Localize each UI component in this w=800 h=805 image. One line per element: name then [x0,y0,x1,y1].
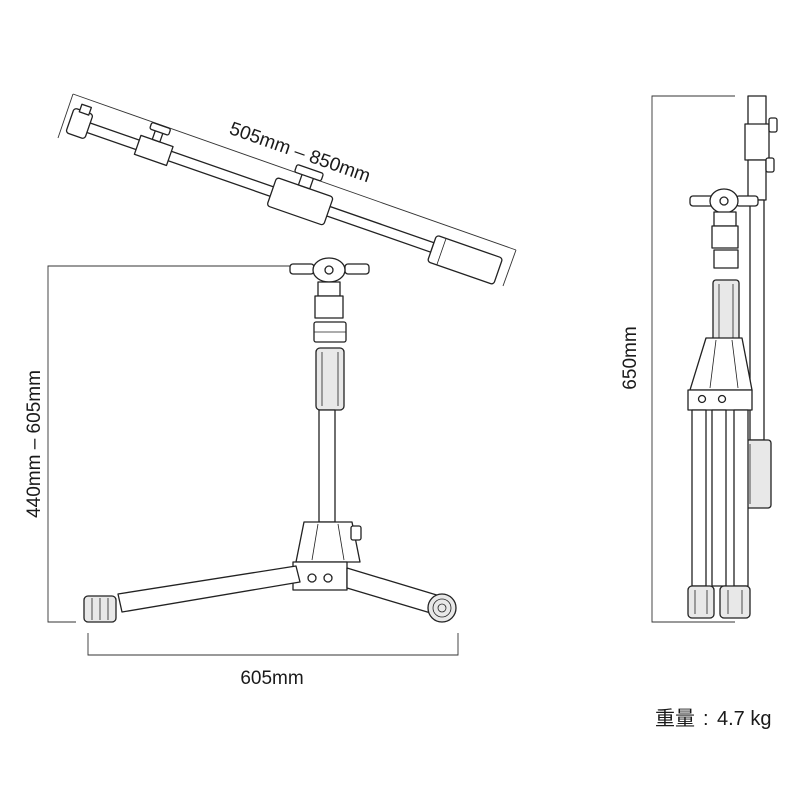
folded-leg-middle [711,409,727,587]
folded-upper-grip [712,279,740,347]
stand-height-label: 440mm – 605mm [24,370,45,518]
boom-clutch-knob [294,164,324,182]
base-screw-left [307,573,317,583]
base-collar [292,561,348,591]
folded-tilter-neck [713,211,737,227]
folded-foot-left [687,585,715,619]
width-dimension-line [87,633,459,656]
base-screw-right [323,573,333,583]
folded-boom-clutch [744,123,770,161]
height-dimension: 440mm – 605mm [24,265,290,623]
folded-height-clutch [713,249,739,269]
boom-arm [65,103,503,285]
folded-boom-top [747,95,767,127]
weight-value: 4.7 kg [717,708,771,730]
folded-leg-right [733,409,749,587]
base-knob [350,525,362,541]
mic-stand-assembled [65,103,503,623]
tilter-wing-left [289,263,315,275]
boom-length-label: 505mm – 850mm [227,118,373,187]
folded-height-line [651,95,735,623]
folded-boom-knob-top [768,117,778,133]
boom-dimension-line [72,93,517,251]
tilter-neck [317,281,341,297]
folded-height-dimension: 650mm [620,95,735,623]
folded-hub [689,337,753,391]
folded-height-label: 650mm [620,326,641,389]
tilter-base [314,295,344,319]
folded-boom-knob-mid [765,157,775,173]
mic-stand-folded [687,95,778,619]
leg-right [346,567,441,615]
tilter-head [289,257,370,319]
counterweight [427,235,503,285]
leg-left [117,565,301,613]
upper-grip [315,347,345,411]
boom-sleeve-knob [149,122,171,136]
tilter-wing-right [344,263,370,275]
folded-foot-right [719,585,751,619]
foot-right [427,593,457,623]
tilter-knob-center [324,265,334,275]
base-width-label: 605mm [240,668,303,689]
weight-spec: 重量 : 4.7 kg [655,707,771,730]
folded-tilter-wing-right [735,195,759,207]
main-tube [318,409,336,523]
base-hub-upper [295,521,361,563]
folded-leg-left [691,409,707,587]
weight-separator: : [703,708,709,730]
height-dimension-line [47,265,290,623]
folded-boom-sleeve [747,159,767,201]
boom-end-clip-top [78,103,93,116]
boom-dimension-tick-left [57,93,74,139]
folded-tilter-base [711,225,739,249]
weight-label: 重量 [655,707,695,730]
width-dimension: 605mm [87,633,459,689]
boom-dimension-tick-right [502,249,517,287]
